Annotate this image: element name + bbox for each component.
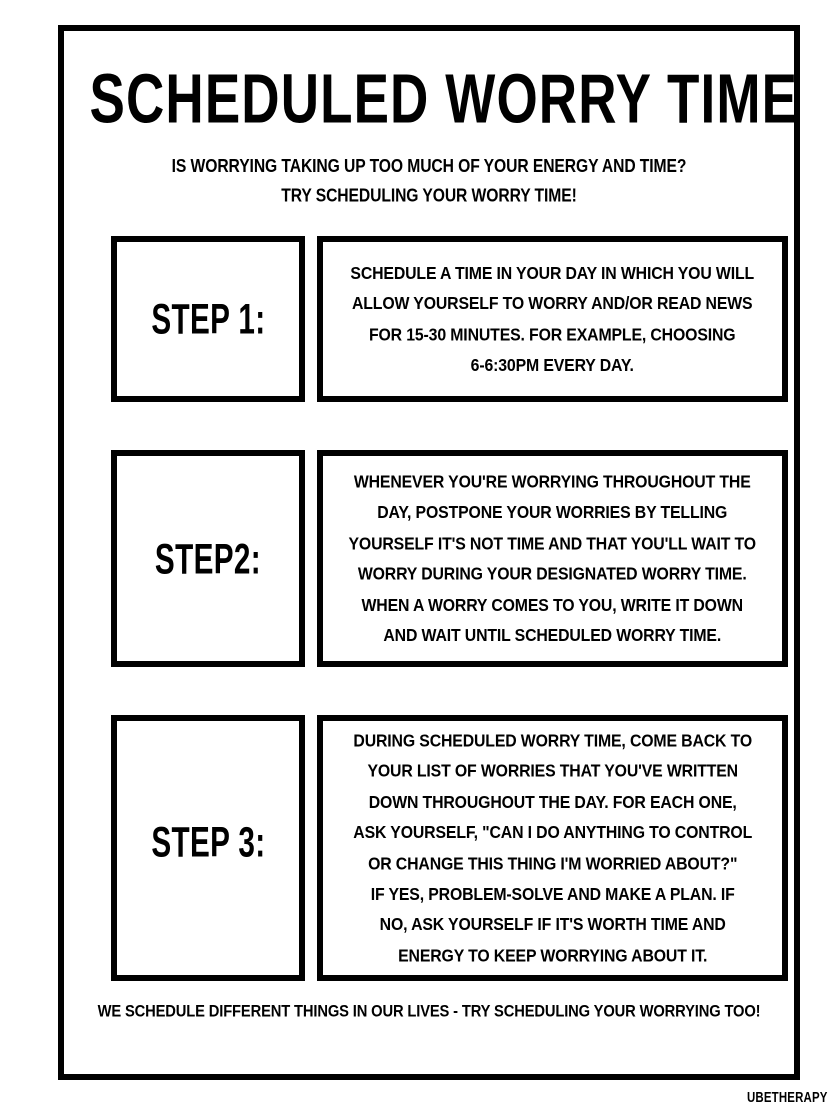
title-block: SCHEDULED WORRY TIME IS WORRYING TAKING … <box>64 31 799 206</box>
step-2-label: STEP2: <box>154 534 262 583</box>
step-3-text-line: OR CHANGE THIS THING I'M WORRIED ABOUT?" <box>367 853 738 874</box>
step-2-text-line: WORRY DURING YOUR DESIGNATED WORRY TIME. <box>358 564 747 584</box>
step-2-text-line: DAY, POSTPONE YOUR WORRIES BY TELLING <box>377 503 728 523</box>
steps-container: STEP 1: SCHEDULE A TIME IN YOUR DAY IN W… <box>64 236 794 982</box>
step-1-text-line: ALLOW YOURSELF TO WORRY AND/OR READ NEWS <box>352 294 753 314</box>
step-3-text: DURING SCHEDULED WORRY TIME, COME BACK T… <box>353 726 752 971</box>
worksheet-inner: SCHEDULED WORRY TIME IS WORRYING TAKING … <box>64 31 799 1074</box>
step-3-label: STEP 3: <box>150 817 266 866</box>
brand-watermark: UBETHERAPY <box>747 1088 828 1106</box>
step-2-text-line: WHENEVER YOU'RE WORRYING THROUGHOUT THE <box>354 472 751 492</box>
step-1-text-line: SCHEDULE A TIME IN YOUR DAY IN WHICH YOU… <box>350 263 755 283</box>
step-3-label-box: STEP 3: <box>111 715 305 982</box>
subtitle-line-1: IS WORRYING TAKING UP TOO MUCH OF YOUR E… <box>171 156 687 177</box>
step-3-text-line: DOWN THROUGHOUT THE DAY. FOR EACH ONE, <box>368 792 737 812</box>
step-2-text-line: YOURSELF IT'S NOT TIME AND THAT YOU'LL W… <box>348 533 757 554</box>
subtitle-block: IS WORRYING TAKING UP TOO MUCH OF YOUR E… <box>82 152 776 212</box>
step-3-text-line: IF YES, PROBLEM-SOLVE AND MAKE A PLAN. I… <box>370 884 735 904</box>
step-2-label-box: STEP2: <box>111 450 305 668</box>
step-row: STEP2: WHENEVER YOU'RE WORRYING THROUGHO… <box>111 450 788 668</box>
step-2-text: WHENEVER YOU'RE WORRYING THROUGHOUT THE … <box>348 467 757 651</box>
subtitle-line-2: TRY SCHEDULING YOUR WORRY TIME! <box>281 186 577 207</box>
step-1-content-box: SCHEDULE A TIME IN YOUR DAY IN WHICH YOU… <box>317 236 788 403</box>
step-1-text: SCHEDULE A TIME IN YOUR DAY IN WHICH YOU… <box>351 258 755 381</box>
step-3-text-line: ENERGY TO KEEP WORRYING ABOUT IT. <box>397 945 708 966</box>
step-row: STEP 1: SCHEDULE A TIME IN YOUR DAY IN W… <box>111 236 788 403</box>
step-2-content-box: WHENEVER YOU'RE WORRYING THROUGHOUT THE … <box>317 450 788 668</box>
step-3-text-line: ASK YOURSELF, "CAN I DO ANYTHING TO CONT… <box>353 823 752 843</box>
step-1-text-line: 6-6:30PM EVERY DAY. <box>470 355 635 375</box>
step-3-text-line: NO, ASK YOURSELF IF IT'S WORTH TIME AND <box>379 915 726 935</box>
step-1-label-box: STEP 1: <box>111 236 305 403</box>
step-1-text-line: FOR 15-30 MINUTES. FOR EXAMPLE, CHOOSING <box>369 324 736 345</box>
step-3-text-line: DURING SCHEDULED WORRY TIME, COME BACK T… <box>353 731 752 751</box>
footer-message: WE SCHEDULE DIFFERENT THINGS IN OUR LIVE… <box>97 1002 761 1022</box>
page-title: SCHEDULED WORRY TIME <box>89 60 799 139</box>
step-3-content-box: DURING SCHEDULED WORRY TIME, COME BACK T… <box>317 715 788 982</box>
step-1-label: STEP 1: <box>150 294 266 343</box>
step-3-text-line: YOUR LIST OF WORRIES THAT YOU'VE WRITTEN <box>367 761 738 782</box>
step-2-text-line: AND WAIT UNTIL SCHEDULED WORRY TIME. <box>383 625 722 646</box>
worksheet-page-frame: SCHEDULED WORRY TIME IS WORRYING TAKING … <box>58 25 800 1080</box>
step-row: STEP 3: DURING SCHEDULED WORRY TIME, COM… <box>111 715 788 982</box>
step-2-text-line: WHEN A WORRY COMES TO YOU, WRITE IT DOWN <box>361 594 744 615</box>
